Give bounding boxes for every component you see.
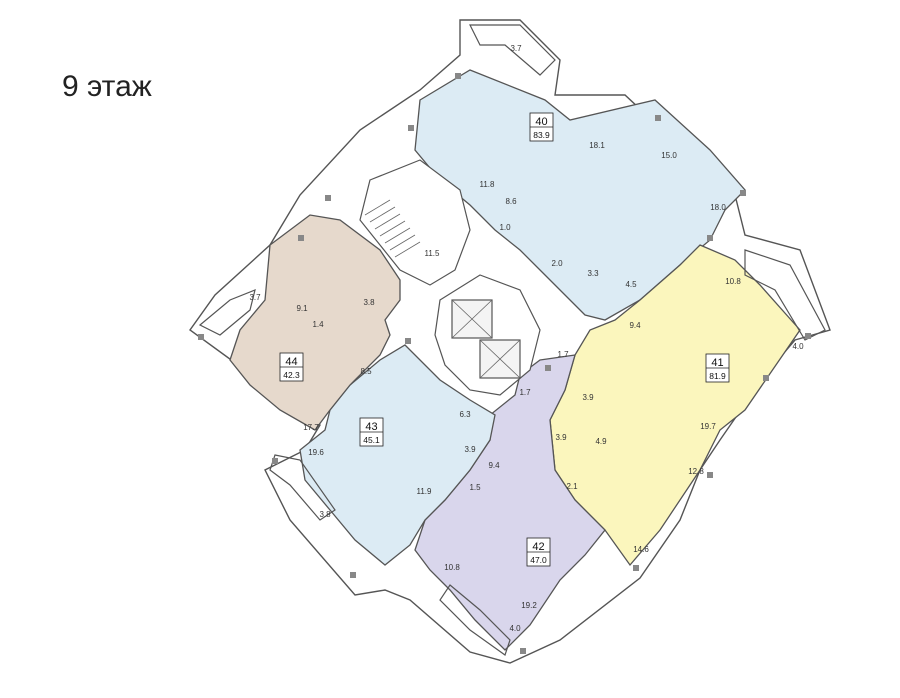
columns bbox=[198, 73, 811, 654]
apt-44-area: 42.3 bbox=[283, 370, 300, 380]
apt-41-number: 41 bbox=[711, 357, 723, 369]
room-area: 8.5 bbox=[360, 367, 372, 376]
room-area: 1.7 bbox=[519, 388, 531, 397]
room-area: 18.0 bbox=[710, 203, 726, 212]
room-area: 3.9 bbox=[464, 445, 476, 454]
apartment-44-fill[interactable] bbox=[229, 214, 401, 431]
apt-40-area: 83.9 bbox=[533, 130, 550, 140]
room-area: 2.1 bbox=[566, 482, 578, 491]
room-area: 1.4 bbox=[312, 320, 324, 329]
room-area: 17.7 bbox=[303, 423, 319, 432]
apt-42-number: 42 bbox=[532, 541, 544, 553]
room-area: 11.5 bbox=[425, 249, 441, 258]
apartment-label-43: 43 45.1 bbox=[359, 417, 384, 447]
room-area: 10.8 bbox=[444, 563, 460, 572]
room-area: 4.5 bbox=[625, 280, 637, 289]
room-area: 3.8 bbox=[319, 510, 331, 519]
room-area: 3.7 bbox=[510, 44, 522, 53]
room-area: 3.7 bbox=[249, 293, 261, 302]
room-area: 3.8 bbox=[363, 298, 375, 307]
room-area: 19.7 bbox=[700, 422, 716, 431]
stair bbox=[364, 199, 421, 258]
apartment-label-44: 44 42.3 bbox=[279, 352, 304, 382]
apartment-label-40: 40 83.9 bbox=[529, 112, 554, 142]
room-area-labels: 3.7 18.1 15.0 18.0 11.8 8.6 1.0 2.0 3.3 … bbox=[249, 44, 804, 633]
room-area: 9.4 bbox=[629, 321, 641, 330]
room-area: 6.3 bbox=[459, 410, 471, 419]
room-area: 8.6 bbox=[505, 197, 517, 206]
room-area: 10.8 bbox=[725, 277, 741, 286]
room-area: 18.1 bbox=[589, 141, 605, 150]
apt-42-area: 47.0 bbox=[530, 555, 547, 565]
room-area: 1.5 bbox=[469, 483, 481, 492]
room-area: 9.1 bbox=[296, 304, 308, 313]
room-area: 1.0 bbox=[499, 223, 511, 232]
apt-43-number: 43 bbox=[365, 421, 377, 433]
room-area: 11.8 bbox=[480, 180, 496, 189]
room-area: 11.9 bbox=[417, 487, 433, 496]
apartment-label-42: 42 47.0 bbox=[526, 537, 551, 567]
apt-43-area: 45.1 bbox=[363, 435, 380, 445]
balconies bbox=[198, 24, 826, 656]
room-area: 19.6 bbox=[308, 448, 324, 457]
apartment-label-41: 41 81.9 bbox=[705, 353, 730, 383]
room-area: 15.0 bbox=[661, 151, 677, 160]
room-area: 14.6 bbox=[633, 545, 649, 554]
room-area: 3.9 bbox=[555, 433, 567, 442]
room-area: 4.0 bbox=[792, 342, 804, 351]
apt-44-number: 44 bbox=[285, 356, 297, 368]
room-area: 3.9 bbox=[582, 393, 594, 402]
apt-40-number: 40 bbox=[535, 116, 547, 128]
room-area: 1.7 bbox=[557, 350, 569, 359]
room-area: 3.3 bbox=[587, 269, 599, 278]
room-area: 12.8 bbox=[688, 467, 704, 476]
floor-title: 9 этаж bbox=[62, 70, 152, 103]
room-area: 4.9 bbox=[595, 437, 607, 446]
room-area: 9.4 bbox=[488, 461, 500, 470]
apt-41-area: 81.9 bbox=[709, 371, 726, 381]
core bbox=[359, 159, 541, 396]
room-area: 4.0 bbox=[509, 624, 521, 633]
room-area: 2.0 bbox=[551, 259, 563, 268]
room-area: 19.2 bbox=[521, 601, 537, 610]
